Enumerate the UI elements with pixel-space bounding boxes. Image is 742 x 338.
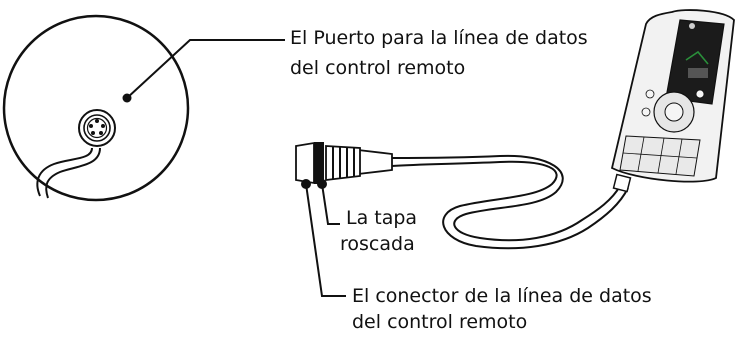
port-pin [91, 131, 95, 135]
remote-dial-center [664, 102, 684, 122]
port-label-line1: El Puerto para la línea de datos [290, 27, 588, 49]
connector-head [295, 141, 315, 185]
port-cable [36, 147, 93, 197]
cable-outline [391, 154, 621, 242]
remote-button-divider [622, 152, 698, 159]
cap-label-line2: roscada [340, 233, 415, 255]
port-pin [99, 131, 103, 135]
remote-control [391, 9, 735, 250]
remote-strain-relief [612, 173, 632, 193]
cable-outline [391, 160, 629, 250]
port-detail-view [2, 14, 285, 202]
port-pin [101, 124, 105, 128]
remote-screen-graphic [685, 50, 709, 65]
cap-leader-line [321, 183, 340, 225]
connector-sleeve [357, 148, 393, 176]
remote-screen-graphic [688, 68, 708, 78]
connector-label-line1: El conector de la línea de datos [352, 285, 652, 307]
port-leader-line [126, 39, 285, 99]
remote-screen [665, 19, 725, 105]
connector-assembly [295, 141, 393, 297]
port-pin [89, 124, 93, 128]
remote-brand-icon [689, 23, 695, 29]
connector-leader-line [305, 183, 346, 297]
remote-button-grid [619, 135, 701, 177]
port-pin [95, 119, 99, 123]
remote-small-button [695, 89, 705, 99]
cap-label-line1: La tapa [346, 207, 418, 229]
connector-ribs [325, 145, 361, 182]
port-cable-edge [45, 147, 101, 199]
remote-small-button [645, 89, 655, 99]
remote-small-button [641, 107, 651, 117]
connector-label-line2: del control remoto [352, 311, 528, 333]
detail-circle [2, 14, 190, 202]
threaded-cap [314, 142, 324, 184]
port-label-line2: del control remoto [290, 57, 466, 79]
